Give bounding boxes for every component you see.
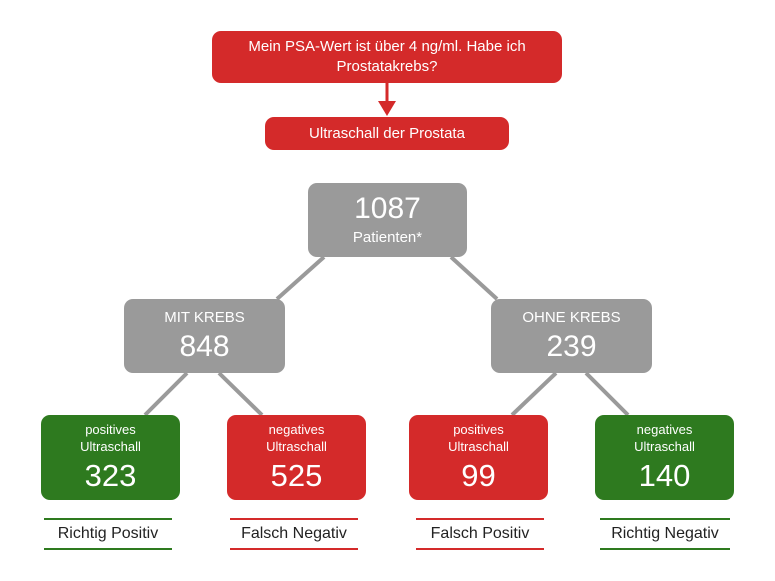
leaf-value: 140 — [638, 458, 691, 493]
without-cancer-box: OHNE KREBS 239 — [491, 299, 652, 373]
leaf-label-line2: Ultraschall — [448, 439, 509, 454]
edge-mit-krebs-negative — [217, 371, 264, 417]
false-negative-box: negatives Ultraschall 525 — [227, 415, 366, 500]
ultrasound-step-box: Ultraschall der Prostata — [265, 117, 509, 150]
leaf-value: 525 — [270, 458, 323, 493]
leaf-value: 323 — [84, 458, 137, 493]
leaf-label-line1: negatives — [268, 422, 325, 437]
leaf-label-line1: negatives — [636, 422, 693, 437]
leaf-label-line1: positives — [85, 422, 136, 437]
with-cancer-label: MIT KREBS — [164, 309, 245, 326]
edge-mit-krebs-positive — [143, 371, 189, 417]
result-false-positive: Falsch Positiv — [416, 518, 544, 550]
arrow-head — [378, 101, 396, 116]
edge-ohne-krebs-negative — [584, 371, 630, 417]
result-true-positive: Richtig Positiv — [44, 518, 172, 550]
without-cancer-label: OHNE KREBS — [522, 309, 621, 326]
leaf-label-line2: Ultraschall — [266, 439, 327, 454]
edge-root-mit-krebs — [275, 255, 326, 301]
edge-root-ohne-krebs — [449, 255, 499, 301]
question-box: Mein PSA-Wert ist über 4 ng/ml. Habe ich… — [212, 31, 562, 83]
ultrasound-step-text: Ultraschall der Prostata — [309, 125, 465, 142]
edge-ohne-krebs-positive — [510, 371, 558, 417]
with-cancer-value: 848 — [179, 330, 230, 363]
question-text: Mein PSA-Wert ist über 4 ng/ml. Habe ich… — [248, 38, 526, 75]
false-positive-box: positives Ultraschall 99 — [409, 415, 548, 500]
patients-total-value: 1087 — [354, 192, 421, 225]
result-false-negative: Falsch Negativ — [230, 518, 358, 550]
patients-total-label: Patienten* — [352, 229, 423, 246]
with-cancer-box: MIT KREBS 848 — [124, 299, 285, 373]
leaf-value: 99 — [461, 458, 496, 493]
true-positive-box: positives Ultraschall 323 — [41, 415, 180, 500]
result-true-negative: Richtig Negativ — [600, 518, 730, 550]
leaf-label-line2: Ultraschall — [634, 439, 695, 454]
leaf-label-line2: Ultraschall — [80, 439, 141, 454]
without-cancer-value: 239 — [546, 330, 597, 363]
leaf-label-line1: positives — [453, 422, 504, 437]
patients-total-box: 1087 Patienten* — [308, 183, 467, 257]
true-negative-box: negatives Ultraschall 140 — [595, 415, 734, 500]
